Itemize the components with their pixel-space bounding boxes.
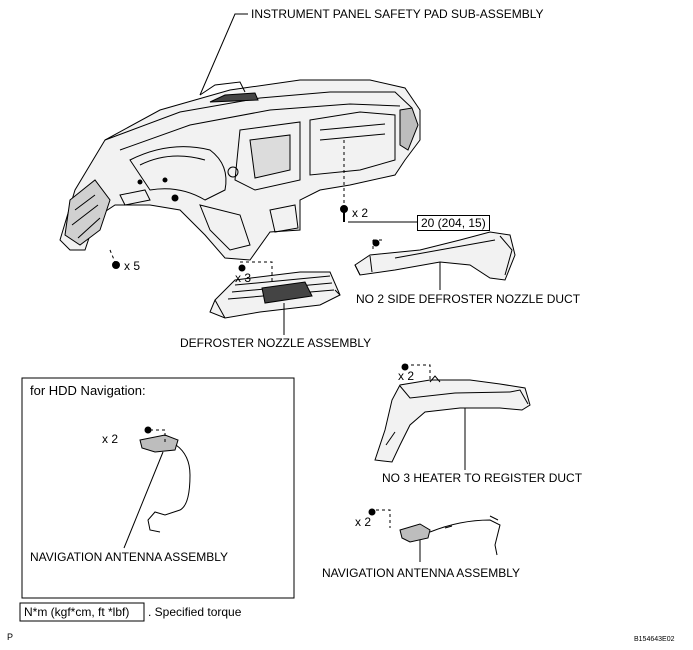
qty-heater-screws: x 2 bbox=[398, 369, 415, 383]
qty-nav-right-screws: x 2 bbox=[355, 515, 372, 529]
hdd-navigation-box bbox=[21, 377, 295, 599]
label-nav-antenna-right: NAVIGATION ANTENNA ASSEMBLY bbox=[322, 566, 521, 580]
qty-nav-box-screws: x 2 bbox=[102, 432, 119, 446]
box-nav-antenna-drawing bbox=[123, 426, 191, 549]
footer-letter: P bbox=[7, 632, 14, 642]
figure-code: B154643E02 bbox=[634, 636, 675, 643]
right-nav-antenna-drawing bbox=[368, 508, 501, 562]
qty-center-bolt: x 2 bbox=[352, 206, 369, 220]
qty-defroster-screws: x 3 bbox=[235, 271, 252, 285]
instrument-panel-drawing bbox=[59, 79, 421, 261]
label-defroster-nozzle: DEFROSTER NOZZLE ASSEMBLY bbox=[180, 336, 372, 350]
center-bolt-drawing bbox=[340, 140, 418, 223]
torque-box: 20 (204, 15) bbox=[417, 215, 490, 231]
side-defroster-duct-drawing bbox=[354, 231, 516, 281]
left-screws-drawing bbox=[109, 249, 120, 269]
label-nav-antenna-box: NAVIGATION ANTENNA ASSEMBLY bbox=[30, 550, 229, 564]
legend-unit: N*m (kgf*cm, ft *lbf) bbox=[24, 605, 130, 619]
label-heater-register-duct: NO 3 HEATER TO REGISTER DUCT bbox=[382, 471, 583, 485]
hdd-box-title: for HDD Navigation: bbox=[30, 383, 146, 398]
qty-left-screws: x 5 bbox=[124, 259, 141, 273]
heater-duct-drawing bbox=[374, 363, 531, 470]
label-safety-pad: INSTRUMENT PANEL SAFETY PAD SUB-ASSEMBLY bbox=[251, 7, 544, 21]
legend-text: . Specified torque bbox=[148, 605, 242, 619]
label-side-defroster-duct: NO 2 SIDE DEFROSTER NOZZLE DUCT bbox=[356, 292, 581, 306]
legend-unit-box bbox=[19, 602, 145, 622]
defroster-nozzle-drawing bbox=[209, 261, 341, 335]
leader-safety-pad bbox=[199, 13, 248, 96]
